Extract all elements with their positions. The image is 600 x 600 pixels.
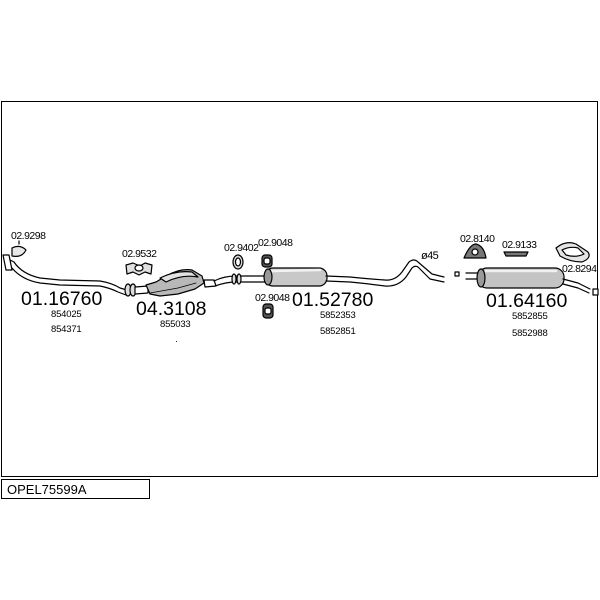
hanger-02-9048-lower: [262, 303, 274, 319]
ref-number: 854371: [51, 324, 82, 335]
fitting-label-02-9133: 02.9133: [502, 239, 537, 251]
ref-number: 855033: [160, 319, 191, 330]
fitting-label-02-8140: 02.8140: [460, 233, 495, 245]
tailpipe-trim-02-8294: [555, 242, 590, 263]
fitting-label-02-9532: 02.9532: [122, 248, 157, 260]
ref-number: 5852988: [512, 328, 548, 339]
fitting-label-02-9298: 02.9298: [11, 230, 46, 242]
fitting-label-02-9402: 02.9402: [224, 242, 259, 254]
part-number-catalytic-converter: 04.3108: [136, 298, 207, 320]
caption-box: OPEL75599A: [1, 479, 150, 499]
part-number-front-pipe: 01.16760: [21, 288, 103, 310]
rear-muffler: [465, 267, 599, 296]
gasket-02-9298: [11, 240, 27, 257]
flange-joint-front: [124, 283, 149, 297]
bracket-02-9133: [503, 251, 529, 257]
connector: [454, 271, 460, 277]
fitting-label-02-9048-upper: 02.9048: [258, 237, 293, 249]
pipe-diameter-label: ø45: [421, 250, 439, 262]
fitting-label-02-8294: 02.8294: [562, 263, 597, 275]
ref-number: 5852855: [512, 311, 548, 322]
center-muffler: [247, 259, 445, 287]
part-number-center-muffler: 01.52780: [292, 289, 374, 311]
kit-code: OPEL75599A: [7, 482, 87, 497]
catalytic-converter: [145, 269, 217, 297]
ref-number: 5852851: [320, 326, 356, 337]
gasket-02-8140: [463, 243, 487, 259]
link-pipe: [213, 273, 249, 287]
clamp-02-9402: [232, 254, 244, 270]
ref-number: 5852353: [320, 310, 356, 321]
fitting-label-02-9048-lower: 02.9048: [255, 292, 290, 304]
hanger-02-9048-upper: [261, 254, 273, 268]
ref-number: 854025: [51, 309, 82, 320]
front-pipe: [2, 254, 128, 296]
dot-mark: ·: [175, 336, 178, 347]
flange-02-9532: [125, 262, 153, 276]
part-number-rear-muffler: 01.64160: [486, 290, 568, 312]
